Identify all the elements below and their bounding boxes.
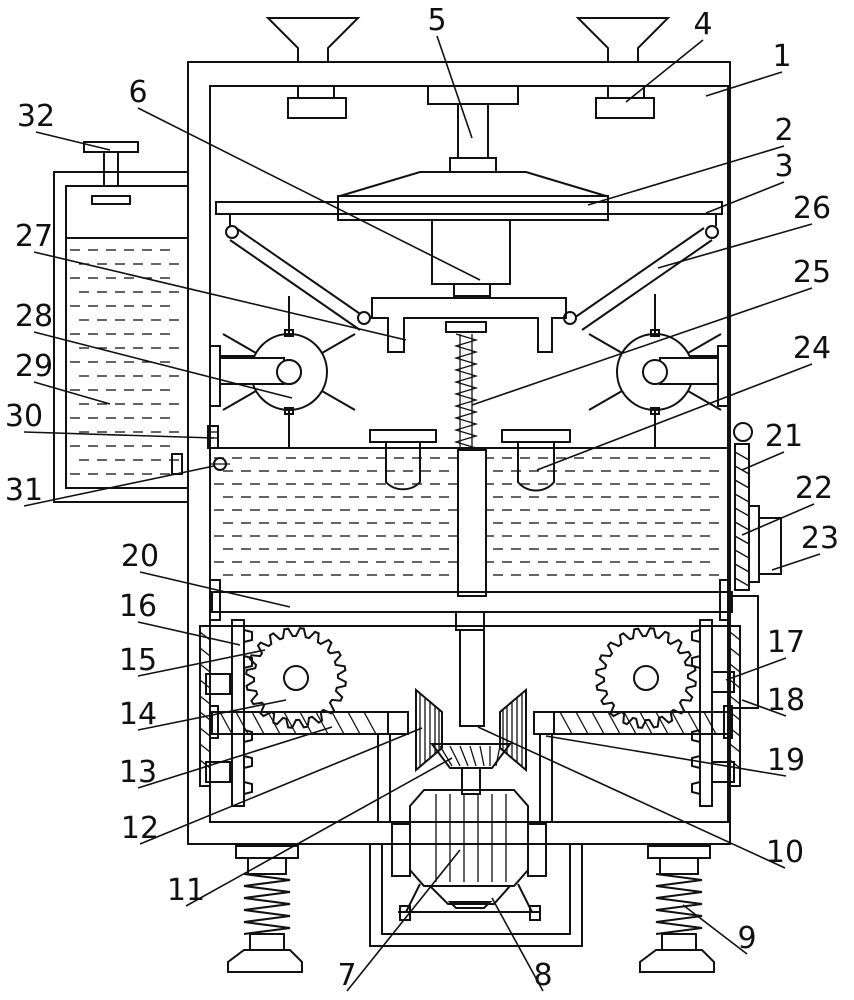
leader-line-1 [705, 71, 783, 97]
right-foot [639, 845, 715, 973]
tank-liquid-dashes [214, 457, 719, 576]
side-tank [53, 141, 230, 503]
holder-bracket [371, 297, 567, 353]
part-label-17: 17 [767, 625, 805, 660]
leader-line-27 [33, 251, 407, 341]
leader-line-20 [139, 571, 291, 608]
leader-line-10 [477, 726, 786, 869]
leader-line-32 [35, 131, 111, 151]
part-label-5: 5 [427, 3, 446, 38]
link-rods [229, 227, 713, 331]
part-label-16: 16 [119, 589, 157, 624]
cups [369, 429, 571, 492]
leader-line-3 [705, 181, 785, 214]
leader-line-19 [545, 735, 787, 777]
part-label-14: 14 [119, 697, 157, 732]
part-label-3: 3 [774, 149, 793, 184]
part-label-21: 21 [765, 419, 803, 454]
leader-line-7 [346, 849, 461, 992]
part-label-6: 6 [128, 75, 147, 110]
leader-line-16 [137, 621, 241, 646]
part-label-22: 22 [795, 471, 833, 506]
part-label-32: 32 [17, 99, 55, 134]
leader-line-4 [625, 39, 704, 103]
leader-line-9 [682, 904, 748, 955]
right-screw [533, 705, 733, 739]
leader-line-24 [536, 363, 813, 471]
part-label-25: 25 [793, 255, 831, 290]
left-rotor [209, 296, 356, 448]
leader-line-8 [491, 897, 544, 992]
leader-line-13 [137, 726, 333, 789]
leader-line-29 [33, 381, 111, 405]
part-label-18: 18 [767, 683, 805, 718]
leader-line-31 [23, 465, 215, 507]
part-label-12: 12 [121, 811, 159, 846]
leader-line-18 [741, 699, 787, 717]
part-label-4: 4 [693, 7, 712, 42]
left-screw [209, 705, 409, 739]
leader-line-6 [137, 107, 481, 281]
part-label-29: 29 [15, 349, 53, 384]
part-label-31: 31 [5, 473, 43, 508]
left-foot [227, 845, 303, 973]
right-rotor [588, 294, 729, 448]
leader-line-25 [471, 287, 813, 406]
leader-line-22 [741, 503, 815, 536]
part-label-10: 10 [766, 835, 804, 870]
right-rail [729, 422, 782, 709]
part-label-24: 24 [793, 331, 831, 366]
lifting-column [431, 219, 511, 297]
part-label-2: 2 [774, 113, 793, 148]
part-label-28: 28 [15, 299, 53, 334]
part-label-8: 8 [533, 958, 552, 993]
leader-line-21 [741, 451, 785, 471]
spring-rod [445, 321, 487, 449]
part-label-20: 20 [121, 539, 159, 574]
leader-line-11 [185, 757, 453, 907]
lower-plate [209, 579, 733, 727]
part-label-1: 1 [772, 39, 791, 74]
part-label-11: 11 [167, 873, 205, 908]
part-label-23: 23 [801, 521, 839, 556]
bevel-gears [415, 687, 527, 795]
right-gear [595, 627, 697, 729]
liquid-tank [210, 447, 728, 597]
part-label-27: 27 [15, 219, 53, 254]
side-tank-liquid-dashes [70, 249, 179, 475]
leader-line-2 [587, 145, 785, 206]
part-label-26: 26 [793, 191, 831, 226]
part-label-19: 19 [767, 743, 805, 778]
leader-line-26 [657, 223, 813, 269]
leader-line-23 [771, 553, 821, 571]
part-label-9: 9 [737, 921, 756, 956]
leader-line-5 [436, 35, 473, 139]
leader-line-28 [33, 331, 293, 399]
part-label-30: 30 [5, 399, 43, 434]
motor [369, 789, 583, 947]
supports [210, 734, 728, 823]
leader-line-14 [137, 699, 287, 731]
top-cylinder [427, 85, 519, 173]
leader-line-17 [725, 657, 787, 681]
part-label-15: 15 [119, 643, 157, 678]
part-label-7: 7 [337, 958, 356, 993]
leader-line-30 [23, 431, 215, 439]
part-label-13: 13 [119, 755, 157, 790]
leader-line-15 [137, 649, 266, 677]
leader-line-12 [139, 727, 423, 845]
spray-frame [215, 171, 723, 239]
